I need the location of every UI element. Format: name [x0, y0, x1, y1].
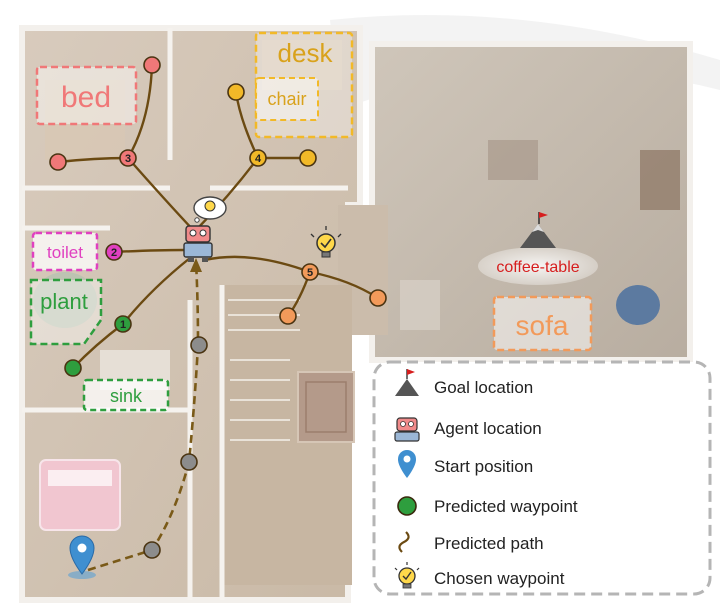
sink-box — [82, 378, 170, 412]
coffee-table-glow — [478, 247, 598, 285]
chosen-bulb-icon — [310, 226, 342, 258]
blue-chair — [616, 285, 660, 325]
legend-agent-label: Agent location — [434, 419, 542, 438]
toilet-box — [31, 231, 99, 272]
plant-foliage — [33, 272, 97, 328]
legend-agent-icon — [394, 417, 420, 442]
pillow — [48, 470, 112, 486]
path-agent-to-5 — [204, 255, 311, 274]
legend-start-label: Start position — [434, 457, 533, 476]
wp-gray-2 — [180, 453, 198, 471]
path-3-to-bed — [126, 64, 154, 159]
legend-chosen-icon — [394, 562, 420, 589]
desk-area — [262, 40, 342, 90]
legend-waypoint-label: Predicted waypoint — [434, 497, 578, 516]
wp-2-label: 2 — [111, 247, 117, 259]
wp-sink — [64, 359, 82, 377]
legend-path-icon — [398, 531, 410, 553]
legend-goal-icon — [395, 369, 419, 396]
sofa-box — [492, 295, 593, 352]
wp-desk-right — [299, 149, 317, 167]
wp-1 — [114, 315, 132, 333]
legend-box — [372, 360, 712, 596]
wp-3-label: 3 — [125, 153, 131, 165]
wp-stairs — [279, 307, 297, 325]
rug — [297, 371, 355, 443]
agent-robot-icon — [183, 196, 227, 262]
side-table — [488, 140, 538, 180]
chair-label: chair — [267, 89, 306, 109]
sofa-label: sofa — [516, 310, 569, 341]
legend-start-icon — [398, 450, 416, 478]
desk-box — [254, 31, 354, 139]
wp-5-label: 5 — [307, 267, 313, 279]
legend-chosen-label: Chosen waypoint — [434, 569, 565, 588]
wp-bed-left — [49, 153, 67, 171]
stair-steps — [228, 299, 300, 441]
wp-5 — [301, 263, 319, 281]
legend-goal-label: Goal location — [434, 378, 533, 397]
side-cabinet — [400, 280, 440, 330]
armchair — [640, 150, 680, 210]
wp-2 — [105, 243, 123, 261]
path-agent-to-4 — [197, 157, 259, 229]
waypoint-dots — [49, 56, 387, 559]
wp-4 — [249, 149, 267, 167]
path-arrowhead — [190, 258, 202, 272]
bed-area — [45, 80, 125, 160]
toilet-label: toilet — [47, 243, 83, 262]
numbered-waypoints: 3 4 2 1 5 — [105, 149, 319, 333]
wp-3 — [119, 149, 137, 167]
floor-plan — [19, 25, 693, 603]
legend-waypoint-icon — [397, 496, 417, 516]
wp-gray-3 — [143, 541, 161, 559]
plant-label: plant — [40, 289, 88, 314]
rug-pattern — [305, 381, 347, 433]
wp-chair — [227, 83, 245, 101]
coffee-table-label: coffee-table — [496, 259, 579, 276]
wp-bed — [143, 56, 161, 74]
legend-path-label: Predicted path — [434, 534, 544, 553]
wp-sofa — [369, 289, 387, 307]
bed-box — [35, 65, 138, 126]
wp-gray-1 — [190, 336, 208, 354]
chair-box — [255, 77, 319, 121]
sink-label: sink — [110, 386, 143, 406]
wp-4-label: 4 — [255, 153, 262, 165]
legend: Goal location Agent location Start posit… — [372, 360, 712, 596]
wp-1-label: 1 — [120, 319, 126, 331]
bed-label: bed — [61, 81, 111, 114]
room-labels: bed desk chair toilet plant sink sofa co… — [29, 31, 598, 412]
start-pin-icon — [68, 535, 96, 579]
plant-box — [29, 278, 103, 346]
desk-label: desk — [278, 38, 334, 68]
goal-mountain-icon — [520, 212, 556, 248]
